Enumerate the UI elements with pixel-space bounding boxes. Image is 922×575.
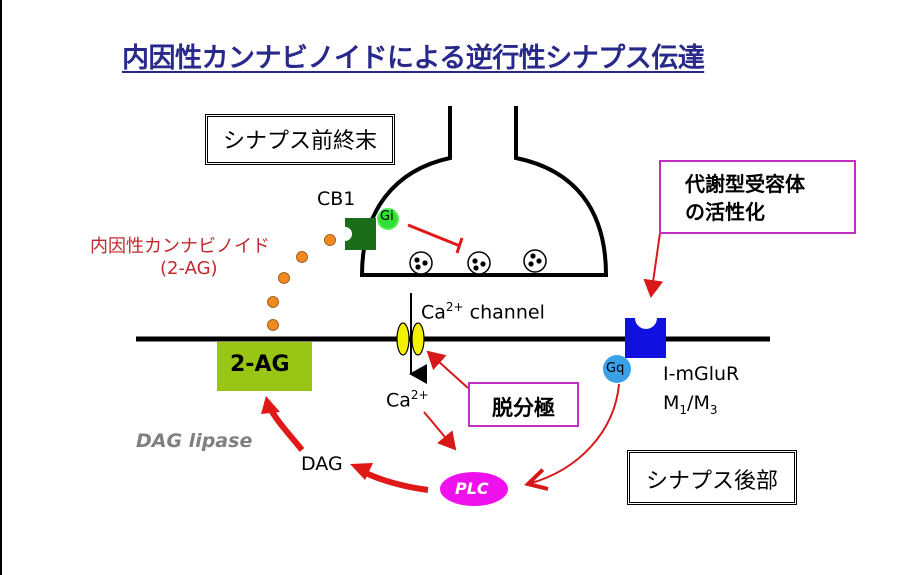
presynaptic-terminal-outline (359, 106, 609, 277)
slide-title: 内因性カンナビノイドによる逆行性シナプス伝達 (122, 43, 705, 74)
gq-protein (603, 355, 631, 383)
mglur-label: I-mGluR (663, 363, 740, 385)
depolarization-box: 脱分極 (468, 382, 579, 427)
ca-channel-label: Ca2+ channel (421, 300, 545, 324)
vesicle (523, 249, 547, 273)
dag-to-2ag-arrow (267, 406, 305, 452)
metabotropic-activation-line1: 代謝型受容体 (685, 172, 805, 196)
ca-to-plc-arrow (423, 411, 457, 451)
dag-lipase-label: DAG lipase (136, 430, 253, 452)
cb1-label: CB1 (317, 188, 356, 210)
gi-label: Gi (380, 209, 394, 224)
vesicle (467, 251, 491, 275)
presynaptic-terminal-label: シナプス前終末 (205, 114, 395, 165)
ca-channel-right (411, 322, 425, 356)
2ag-diffusion-dots (267, 234, 336, 331)
vesicle (409, 251, 433, 275)
2ag-block (217, 342, 312, 391)
ca-channel-left (396, 322, 410, 356)
metabotropic-activation-line2: の活性化 (685, 200, 765, 224)
endocannabinoid-label-line1: 内因性カンナビノイド (90, 236, 270, 257)
activation-arrow (643, 232, 664, 298)
dag-label: DAG (301, 453, 343, 475)
plc-label: PLC (455, 479, 489, 498)
plc-enzyme (440, 472, 508, 506)
gi-inhibition-line (407, 223, 461, 248)
m1-m3-label: M1/M3 (663, 392, 718, 417)
cb1-receptor (345, 218, 376, 250)
2ag-block-label: 2-AG (230, 352, 290, 377)
gi-protein (377, 208, 399, 230)
gq-label: Gq (606, 361, 625, 376)
plc-to-dag-arrow (358, 467, 429, 493)
endocannabinoid-label-line2: (2-AG) (160, 258, 218, 279)
postsynaptic-label: シナプス後部 (627, 450, 797, 505)
metabotropic-activation-box: 代謝型受容体 の活性化 (659, 160, 856, 234)
ca-ion-label: Ca2+ (386, 388, 429, 412)
depolarization-arrow (426, 350, 469, 389)
gq-to-plc-arrow (528, 383, 620, 484)
mglur-receptor (625, 318, 666, 358)
